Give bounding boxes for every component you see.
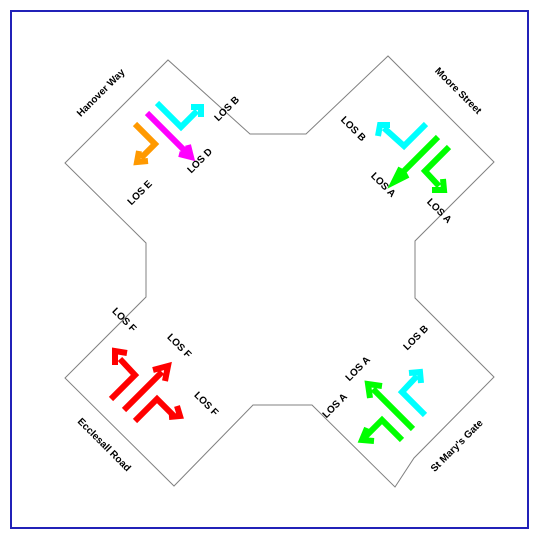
sw-right-turn-arrow	[108, 347, 140, 402]
los-label-sw-ahead: LOS F	[164, 332, 193, 361]
los-label-se-ahead: LOS A	[344, 355, 373, 384]
se-right-turn-arrow	[397, 368, 428, 418]
los-label-se-left: LOS A	[321, 392, 350, 421]
nw-left-turn-arrow	[132, 121, 160, 166]
se-left-turn-arrow	[357, 415, 405, 444]
los-label-se-right: LOS B	[402, 324, 431, 353]
los-label-nw-right: LOS B	[213, 95, 242, 124]
los-label-sw-left: LOS F	[191, 390, 220, 419]
ne-left-turn-arrow	[420, 144, 452, 193]
diagram-frame	[10, 10, 529, 529]
junction-outline	[64, 55, 495, 488]
los-label-ne-left: LOS A	[424, 197, 453, 226]
road-name-moore-street: Moore Street	[432, 66, 483, 117]
los-label-sw-right: LOS F	[109, 306, 138, 335]
nw-right-turn-arrow	[154, 100, 204, 132]
moore-street-approach	[375, 121, 452, 193]
road-name-ecclesall-road: Ecclesall Road	[75, 416, 133, 474]
ne-right-turn-arrow	[375, 121, 429, 151]
sw-left-turn-arrow	[132, 394, 184, 424]
ne-ahead-arrow	[387, 134, 441, 189]
los-label-ne-right: LOS B	[338, 115, 367, 144]
nw-ahead-arrow	[144, 110, 196, 162]
road-name-hanover-way: Hanover Way	[75, 67, 128, 120]
road-name-st-marys-gate: St Mary's Gate	[429, 418, 486, 475]
se-ahead-arrow	[364, 380, 416, 432]
los-label-nw-left: LOS E	[126, 179, 155, 208]
sw-ahead-arrow	[121, 361, 172, 413]
st-marys-gate-approach	[357, 368, 428, 444]
ecclesall-road-approach	[108, 347, 184, 424]
hanover-way-approach	[132, 100, 204, 166]
